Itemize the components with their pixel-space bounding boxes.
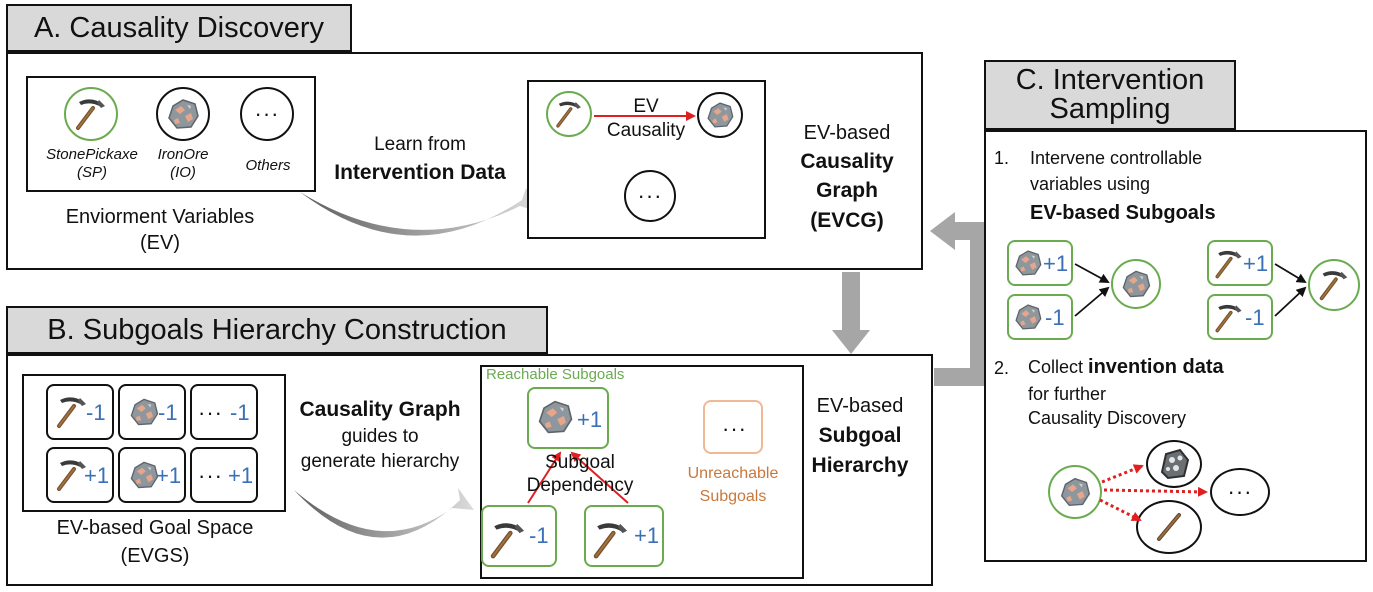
goal-value: -1 [230,400,250,425]
step2-line3: Causality Discovery [1028,408,1187,428]
intervene-target-pickaxe [1308,259,1360,311]
subgoal-value: +1 [577,407,603,432]
subgoal-value: -1 [529,523,549,548]
unreachable-line1: Unreachable [687,465,779,482]
ellipsis-icon: ··· [254,101,280,126]
unreachable-subgoal[interactable]: ··· [703,400,763,454]
intervene-ironore-plus[interactable]: +1 [1007,240,1073,286]
iron-ore-node [156,87,210,141]
causality-edge-arrow [594,111,696,121]
intervene-pickaxe-minus[interactable]: -1 [1207,294,1273,340]
bottom-subgoal-pickaxe-plus[interactable]: +1 [584,505,664,567]
step2-line2: for further [1028,384,1107,404]
collect-target-furnace [1146,440,1202,488]
ev-item-abbr-sp: (SP) [77,164,107,181]
evcg-line3: Graph [816,179,878,202]
step2-line1: Collect invention data [1028,356,1348,379]
goal-value: +1 [228,463,254,488]
reachable-label: Reachable Subgoals [486,366,625,383]
collect-target-others: ··· [1210,468,1270,516]
goal-value: +1 [156,463,182,488]
ev-causality-line1: EV [633,96,659,117]
step1-line2: variables using [1030,174,1151,194]
dependency-line2: Dependency [526,475,634,496]
evcg-line4: (EVCG) [810,209,884,232]
ev-label-line1: Enviorment Variables [65,206,255,228]
dependency-arrows [527,451,629,504]
causality-ironore-node [697,92,743,138]
learn-swoosh-arrow [300,188,538,236]
evcg-line1: EV-based [803,122,891,144]
hier-line1: EV-based [816,395,904,417]
step2-number: 2. [994,358,1010,378]
ev-label-line2: (EV) [140,232,180,254]
section-c-panel [984,130,1367,562]
section-c-title-line2: Sampling [1049,93,1171,125]
goal-cell-others-plus[interactable]: ··· +1 [190,447,258,503]
goal-cell-pickaxe-plus[interactable]: +1 [46,447,114,503]
guides-line1: Causality Graph [299,398,461,421]
ev-item-name-sp: StonePickaxe [46,146,138,163]
subgoal-value: +1 [634,523,660,548]
intervene-pickaxe-plus[interactable]: +1 [1207,240,1273,286]
ev-item-abbr-io: (IO) [170,164,196,181]
intervene-value: +1 [1043,251,1069,276]
collect-target-stick [1136,500,1202,554]
step1-line1: Intervene controllable [1030,148,1203,168]
goal-cell-pickaxe-minus[interactable]: -1 [46,384,114,440]
guides-swoosh-arrow [294,488,474,538]
goal-value: +1 [84,463,110,488]
goal-cell-others-minus[interactable]: ··· -1 [190,384,258,440]
intervene-value: -1 [1245,305,1265,330]
evgs-line1: EV-based Goal Space [56,517,254,539]
top-subgoal-ironore-plus[interactable]: +1 [527,387,609,449]
learn-from-label: Learn from [374,134,466,155]
bottom-subgoal-pickaxe-minus[interactable]: -1 [481,505,557,567]
evcg-line2: Causality [800,150,894,173]
ellipsis-icon: ··· [198,463,223,488]
guides-line3: generate hierarchy [300,451,460,472]
goal-value: -1 [86,400,106,425]
hier-line3: Hierarchy [811,454,909,477]
goal-value: -1 [158,400,178,425]
ellipsis-icon: ··· [1227,479,1253,504]
section-a-title: A. Causality Discovery [6,4,352,52]
section-b-title: B. Subgoals Hierarchy Construction [6,306,548,354]
step2-line1-bold: invention data [1088,356,1224,378]
intervene-ironore-minus[interactable]: -1 [1007,294,1073,340]
section-c-title: C. Intervention Sampling [984,60,1236,130]
section-c-title-line1: C. Intervention [1015,64,1205,96]
ellipsis-icon: ··· [722,416,747,441]
intervene-value: -1 [1045,305,1065,330]
intervene-target-ironore [1111,259,1161,309]
step1-number: 1. [994,148,1010,168]
causality-others-node: ··· [624,170,676,222]
ev-item-name-io: IronOre [157,146,209,163]
goal-cell-ironore-minus[interactable]: -1 [118,384,186,440]
intervene-value: +1 [1243,251,1269,276]
others-node: ··· [240,87,294,141]
guides-line2: guides to [341,426,419,447]
unreachable-line2: Subgoals [699,488,767,505]
ellipsis-icon: ··· [637,183,663,208]
ellipsis-icon: ··· [198,400,223,425]
evgs-line2: (EVGS) [120,545,190,567]
hier-line2: Subgoal [818,424,902,447]
ev-causality-line2: Causality [606,120,686,141]
step1-line3: EV-based Subgoals [1030,202,1216,224]
intervention-data-label: Intervention Data [334,161,506,184]
step2-line1-prefix: Collect [1028,357,1089,377]
causality-pickaxe-node [546,91,592,137]
goal-cell-ironore-plus[interactable]: +1 [118,447,186,503]
dependency-line1: Subgoal [545,452,615,473]
collect-source-ironore [1048,465,1102,519]
stone-pickaxe-node [64,87,118,141]
ev-item-name-others: Others [245,157,291,174]
